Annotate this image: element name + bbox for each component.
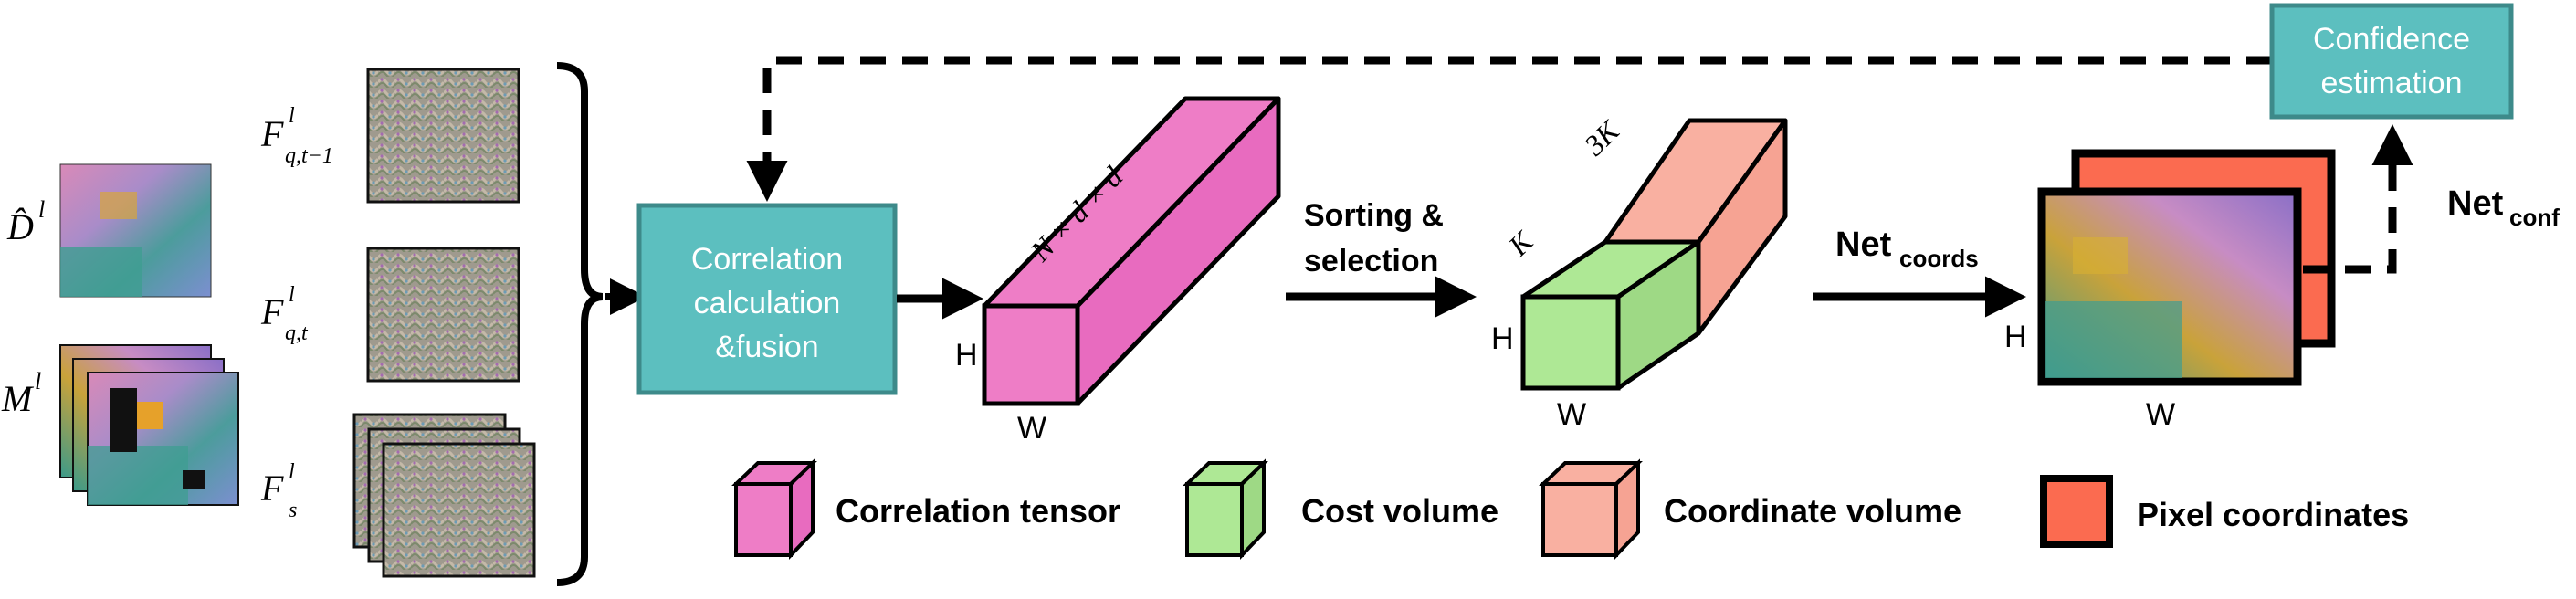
legend-label: Cost volume <box>1301 492 1498 530</box>
sorting-line2: selection <box>1304 244 1438 278</box>
feedback-dashed-arrow <box>746 56 2272 202</box>
correlation-block <box>636 203 898 395</box>
depth-symbol: D̂ <box>6 206 34 247</box>
mask-input-stack <box>59 344 239 506</box>
legend-item-correlation-tensor: Correlation tensor <box>731 458 1120 560</box>
legend-item-cost-volume: Cost volume <box>1183 458 1498 560</box>
legend-label: Correlation tensor <box>836 492 1120 530</box>
coord-3k-label: 3K <box>1577 113 1626 163</box>
feat-src-sub: s <box>289 499 297 522</box>
feat-prev-symbol: F <box>260 113 284 154</box>
corr-w-label: W <box>1017 411 1046 446</box>
cost-k-label: K <box>1501 224 1540 263</box>
feat-cur-sub: q,t <box>285 321 309 345</box>
correlation-line3: &fusion <box>715 330 818 364</box>
out-w-label: W <box>2146 397 2175 432</box>
feat-prev-sub: q,t−1 <box>285 144 333 168</box>
feat-src-sup: l <box>289 460 295 484</box>
correlation-line1: Correlation <box>691 242 843 277</box>
out-h-label: H <box>2004 320 2027 354</box>
feature-src-stack <box>352 413 536 578</box>
feat-cur-symbol: F <box>260 291 284 332</box>
feat-prev-sup: l <box>289 104 295 128</box>
legend-item-pixel-coordinates: Pixel coordinates <box>2040 475 2409 548</box>
legend: Correlation tensor Cost volume Coordinat… <box>731 458 2409 560</box>
correlation-line2: calculation <box>694 286 841 321</box>
depth-sup: l <box>38 196 45 223</box>
net-coords-sub: coords <box>1899 245 1979 272</box>
sorting-line1: Sorting & <box>1304 198 1444 233</box>
legend-label: Coordinate volume <box>1664 492 1961 530</box>
feature-prev-map <box>366 68 520 204</box>
net-coords-label: Net <box>1835 226 1892 264</box>
cost-w-label: W <box>1557 397 1586 432</box>
legend-label: Pixel coordinates <box>2137 496 2409 533</box>
legend-item-coordinate-volume: Coordinate volume <box>1539 458 1961 560</box>
mask-symbol: M <box>1 378 35 419</box>
output-pixel-coordinates <box>2037 149 2336 386</box>
feat-src-symbol: F <box>260 468 284 509</box>
confidence-line2: estimation <box>2321 66 2463 100</box>
feat-cur-sup: l <box>289 283 295 307</box>
net-conf-sub: conf <box>2509 204 2560 231</box>
to-confidence-dashed-arrow <box>2303 124 2413 274</box>
cost-h-label: H <box>1491 321 1514 356</box>
correlation-tensor <box>982 96 1281 406</box>
confidence-line1: Confidence <box>2313 22 2470 57</box>
input-bracket <box>556 62 604 586</box>
cost-coordinate-volume <box>1520 118 1788 391</box>
corr-h-label: H <box>955 338 978 373</box>
confidence-block <box>2269 3 2514 120</box>
net-conf-label: Net <box>2447 184 2504 223</box>
depth-input <box>59 163 212 298</box>
mask-sup: l <box>35 368 41 394</box>
feature-cur-map <box>366 247 520 383</box>
